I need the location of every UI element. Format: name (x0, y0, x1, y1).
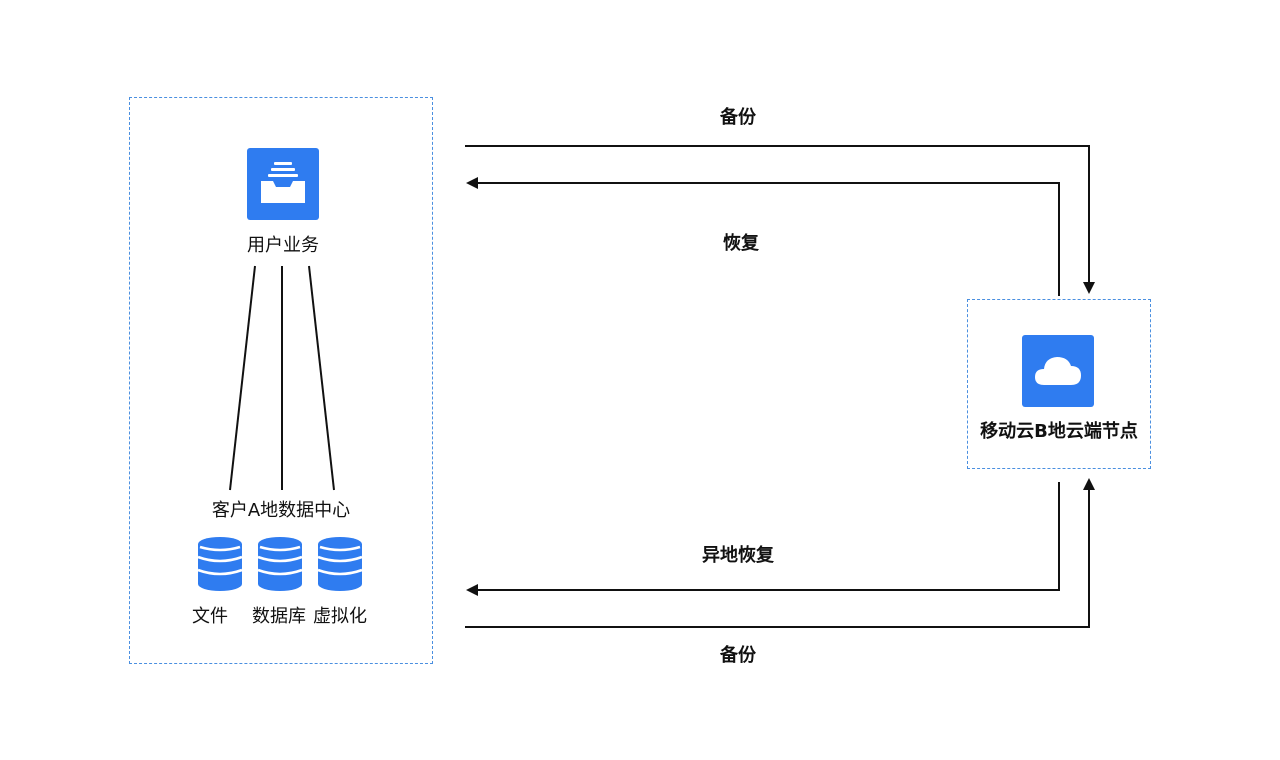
bottom-backup-label: 备份 (720, 645, 756, 666)
arrow-bottom-backup (465, 478, 1095, 628)
storage-label-files: 文件 (192, 606, 228, 627)
database-icon (316, 536, 364, 592)
storage-label-virtualization: 虚拟化 (313, 606, 367, 627)
inbox-tray-icon (247, 148, 319, 220)
customer-datacenter-box (129, 97, 433, 664)
database-icon (256, 536, 304, 592)
top-restore-label: 恢复 (723, 233, 759, 254)
arrow-bottom-remote-restore (466, 482, 1060, 596)
arrow-top-backup (465, 145, 1095, 294)
bottom-remote-restore-label: 异地恢复 (702, 545, 774, 566)
cloud-icon (1022, 335, 1094, 407)
link-line-virtualization (308, 265, 335, 491)
link-line-files (229, 265, 256, 491)
storage-label-database: 数据库 (252, 606, 306, 627)
mobile-cloud-node-box (967, 299, 1151, 469)
database-icon (196, 536, 244, 592)
arrow-top-restore (466, 177, 1060, 296)
user-business-label: 用户业务 (247, 235, 319, 256)
cloud-node-label: 移动云B地云端节点 (980, 421, 1138, 442)
datacenter-label: 客户A地数据中心 (211, 500, 351, 521)
top-backup-label: 备份 (720, 107, 756, 128)
